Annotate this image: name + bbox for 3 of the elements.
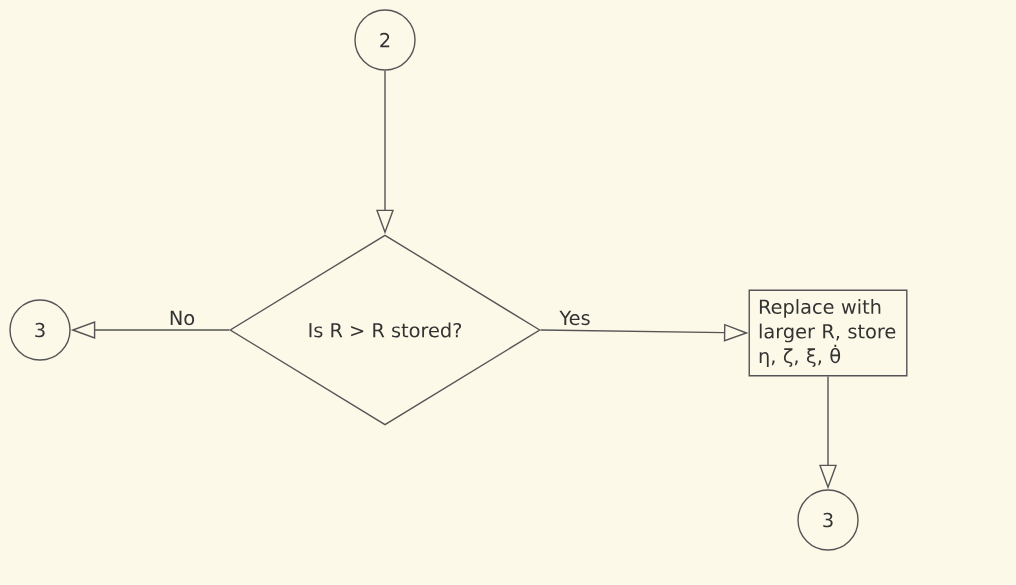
process-box: Replace with larger R, store η, ζ, ξ, θ̇ — [748, 289, 908, 377]
edge-label: No — [167, 309, 197, 327]
edge-label: Yes — [557, 309, 593, 327]
